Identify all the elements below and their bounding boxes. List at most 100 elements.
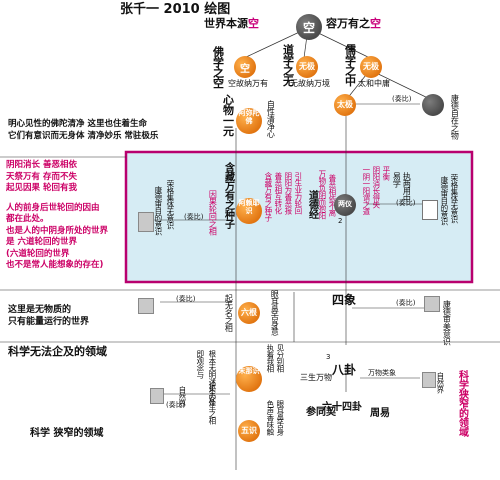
five-node-label: 五识 [241, 426, 257, 435]
kd-thing-label: 康德自在之物 [450, 94, 460, 139]
cyan-box [124, 150, 474, 284]
narrow-field-label: 科学狭窄的领域 [456, 370, 468, 437]
red-col-4: 引生业力轮回 [293, 172, 303, 214]
cantong-label: 参同契 [306, 407, 336, 418]
lower-square-right[interactable] [422, 372, 436, 388]
all-kong: 空 [370, 17, 381, 30]
sansheng-label: 三生万物 [300, 373, 332, 382]
mona-node-label: 末那识 [238, 367, 260, 375]
ru-desc: 太和中庸 [358, 79, 390, 88]
buddha-desc: 空故纳万有 [228, 79, 268, 88]
middle-square-left[interactable] [138, 298, 154, 314]
rongzang-square[interactable] [138, 212, 154, 232]
amitabha-node[interactable]: 阿弥陀佛 [236, 108, 262, 134]
world-kong: 空 [248, 17, 259, 30]
red-col-1: 含藏万有之种子 [263, 172, 273, 221]
sixty4-label: 六十四卦 [322, 402, 362, 413]
qi-label: 起无名之相 [224, 294, 234, 332]
amitabha-node-label: 阿弥陀佛 [238, 109, 260, 125]
world-source-label: 世界本源空 [204, 17, 259, 30]
alaya-node-label: 阿赖耶识 [238, 199, 260, 215]
sixiang-label: 四象 [332, 293, 357, 307]
mona-right2: 见分别相 [275, 344, 285, 372]
kong-node-label: 空 [302, 21, 315, 35]
heart-desc-2: 它们有意识而无身体 清净妙乐 常驻极乐 [8, 131, 159, 141]
seed-label: 含藏万有之种子 [222, 162, 234, 229]
dao-label: 道学之无 [281, 44, 295, 86]
num-2: 2 [338, 217, 343, 225]
zixing-label: 自性清净心 [266, 100, 276, 138]
world-prefix: 世界本源 [204, 17, 248, 30]
taiji-node-label: 太极 [337, 100, 353, 109]
lower-square-left[interactable] [150, 388, 164, 404]
six-root-node-label: 六根 [241, 308, 257, 317]
middle-square-right[interactable] [424, 296, 440, 312]
taiji-bibi: (奏比) [392, 95, 412, 103]
rongzang-label: 荣格集体无意识 [165, 180, 175, 229]
dao-node[interactable]: 无极 [296, 56, 318, 78]
yin-label: 阴阳消长得失 [371, 166, 381, 208]
eye-label: 眼耳鼻舌身意 [270, 290, 280, 335]
taiji-node[interactable]: 太极 [334, 94, 356, 116]
dao-desc: 无故纳万境 [290, 79, 330, 88]
six-root-node[interactable]: 六根 [238, 302, 260, 324]
yixue-label: 易学 [392, 172, 402, 187]
kd-trial-label: 康德审目的意识 [153, 186, 163, 235]
num-3: 3 [326, 353, 331, 361]
mona-left: 根本无明迷失心性 [207, 350, 217, 406]
line-ru-kd [369, 69, 433, 101]
all-contain-label: 容万有之空 [326, 17, 381, 30]
shan-label: 善恶相依不离 [327, 174, 337, 216]
middle-bibi: (奏比) [176, 295, 196, 303]
two-label: 一阴一阳谓之道 [361, 166, 371, 215]
kd-square-right[interactable] [422, 200, 438, 220]
wanwu-label: 万物负阴而抱阳 [317, 170, 327, 219]
kd-aesthetic-label: 康德审美意识 [442, 300, 452, 345]
ru-node-label: 无极 [363, 62, 379, 71]
ru-node[interactable]: 无极 [360, 56, 382, 78]
dao-node-label: 无极 [299, 62, 315, 71]
science-title: 科学无法企及的领域 [8, 345, 107, 358]
balance-label: 平衡 [381, 166, 391, 180]
mona-node[interactable]: 末那识 [236, 366, 262, 392]
red-col-3: 阴阳为善恶报 [283, 172, 293, 214]
left-red-block: 阴阳消长 善恶相依天祭万有 存而不失起见因果 轮回有我 人的前身后世轮回的因由都… [6, 160, 109, 270]
alaya-node[interactable]: 阿赖耶识 [236, 198, 262, 224]
zhi-label: 执两用中 [402, 172, 412, 202]
zhouyi-label: 周易 [370, 408, 390, 419]
red-col-2: 善恶相互转化 [273, 172, 283, 214]
box-bibi-left: (奏比) [184, 213, 204, 221]
buddha-node[interactable]: 空 [234, 56, 256, 78]
seshe-label: 色声香味触 [265, 400, 275, 435]
eye2-label: 眼耳鼻舌身 [275, 400, 285, 435]
shi-label: 识生众生之相 [207, 382, 217, 424]
mona-right: 执着我相 [265, 344, 275, 372]
ziran-right: 自然界 [435, 372, 445, 393]
daode-label: 道德经 [306, 190, 318, 219]
all-prefix: 容万有之 [326, 17, 370, 30]
buddha-label: 佛学之空 [211, 46, 225, 88]
kd-node-top[interactable] [422, 94, 444, 116]
middle-text-1: 这里是无物质的 [8, 305, 72, 315]
science-narrow-label: 科学 狭窄的领域 [30, 428, 104, 439]
bagua-label: 八卦 [332, 363, 357, 377]
five-node[interactable]: 五识 [238, 420, 260, 442]
box-bibi-right: (奏比) [396, 199, 416, 207]
rongzang-right-label: 荣格集体无意识 [449, 174, 459, 223]
kd-right-label: 康德审目的意识 [439, 176, 449, 225]
two-yi-node-label: 两仪 [338, 200, 352, 208]
xinwu-label: 心物一元 [221, 94, 235, 136]
mona-left2: 即观念与 [195, 350, 205, 378]
ru-label: 儒学之中 [343, 44, 357, 86]
diagram-title: 张千一 2010 绘图 [120, 2, 231, 17]
buddha-node-label: 空 [240, 64, 250, 75]
kong-node[interactable]: 空 [296, 14, 322, 40]
middle-text-2: 只有能量运行的世界 [8, 317, 90, 327]
wanwu-you-label: 万物类象 [368, 369, 396, 377]
cause-label: 因果轮回之相 [208, 190, 218, 235]
heart-desc-1: 明心见性的佛陀清净 这里也住着生命 [8, 119, 147, 129]
nature-label: 自然界 [177, 386, 187, 407]
two-yi-node[interactable]: 两仪 [334, 194, 356, 216]
lower-bibi: (奏比) [166, 401, 186, 409]
